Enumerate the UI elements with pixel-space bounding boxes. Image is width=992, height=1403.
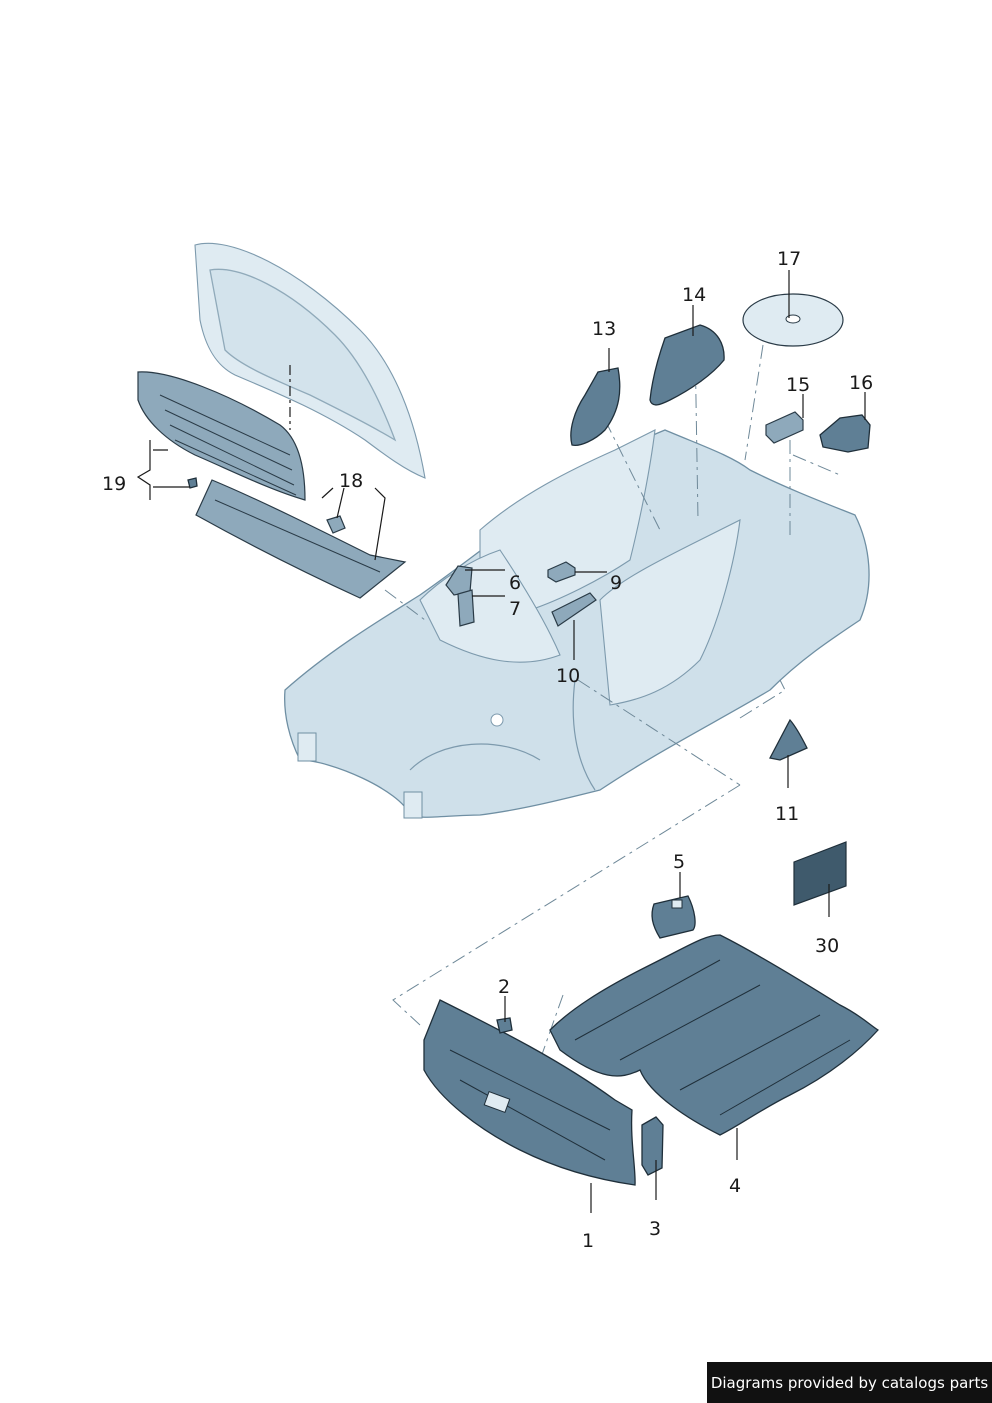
cowl-panel <box>195 479 407 599</box>
part-13 <box>570 367 621 446</box>
callout-1: 1 <box>582 1230 594 1252</box>
footer-text: Diagrams provided by catalogs parts <box>710 1373 989 1392</box>
part-1-bulkhead-insulation <box>423 999 636 1186</box>
leader-lines <box>136 270 866 1213</box>
part-6 <box>445 565 473 596</box>
callout-18: 18 <box>339 470 363 492</box>
callout-19: 19 <box>102 473 126 495</box>
callout-5: 5 <box>673 851 685 873</box>
callout-11: 11 <box>775 803 799 825</box>
part-5 <box>651 895 696 939</box>
part-7 <box>457 589 475 627</box>
part-15 <box>765 411 804 444</box>
callout-3: 3 <box>649 1218 661 1240</box>
callout-labels: 1 2 3 4 5 6 7 9 10 11 13 14 15 16 17 18 … <box>102 248 873 1252</box>
callout-4: 4 <box>729 1175 741 1197</box>
callout-7: 7 <box>509 598 521 620</box>
projection-lines <box>384 339 841 1061</box>
part-4-floor-carpet <box>549 934 880 1136</box>
part-18 <box>326 515 346 534</box>
callout-15: 15 <box>786 374 810 396</box>
callout-6: 6 <box>509 572 521 594</box>
part-9 <box>547 561 576 583</box>
part-11 <box>769 718 808 761</box>
part-14 <box>649 324 725 406</box>
callout-30: 30 <box>815 935 839 957</box>
part-16 <box>819 414 871 453</box>
part-17-disc <box>742 293 844 347</box>
part-10 <box>551 592 597 627</box>
callout-2: 2 <box>498 976 510 998</box>
hood-insulation <box>137 371 306 501</box>
car-body <box>284 429 870 819</box>
hood <box>194 242 426 479</box>
footer-badge: Diagrams provided by catalogs parts <box>707 1362 992 1403</box>
callout-13: 13 <box>592 318 616 340</box>
part-19-clip <box>187 477 198 489</box>
callout-14: 14 <box>682 284 706 306</box>
callout-16: 16 <box>849 372 873 394</box>
part-30 <box>793 841 847 906</box>
callout-10: 10 <box>556 665 580 687</box>
part-2 <box>496 1017 513 1034</box>
callout-17: 17 <box>777 248 801 270</box>
callout-9: 9 <box>610 572 622 594</box>
part-3 <box>641 1116 664 1176</box>
